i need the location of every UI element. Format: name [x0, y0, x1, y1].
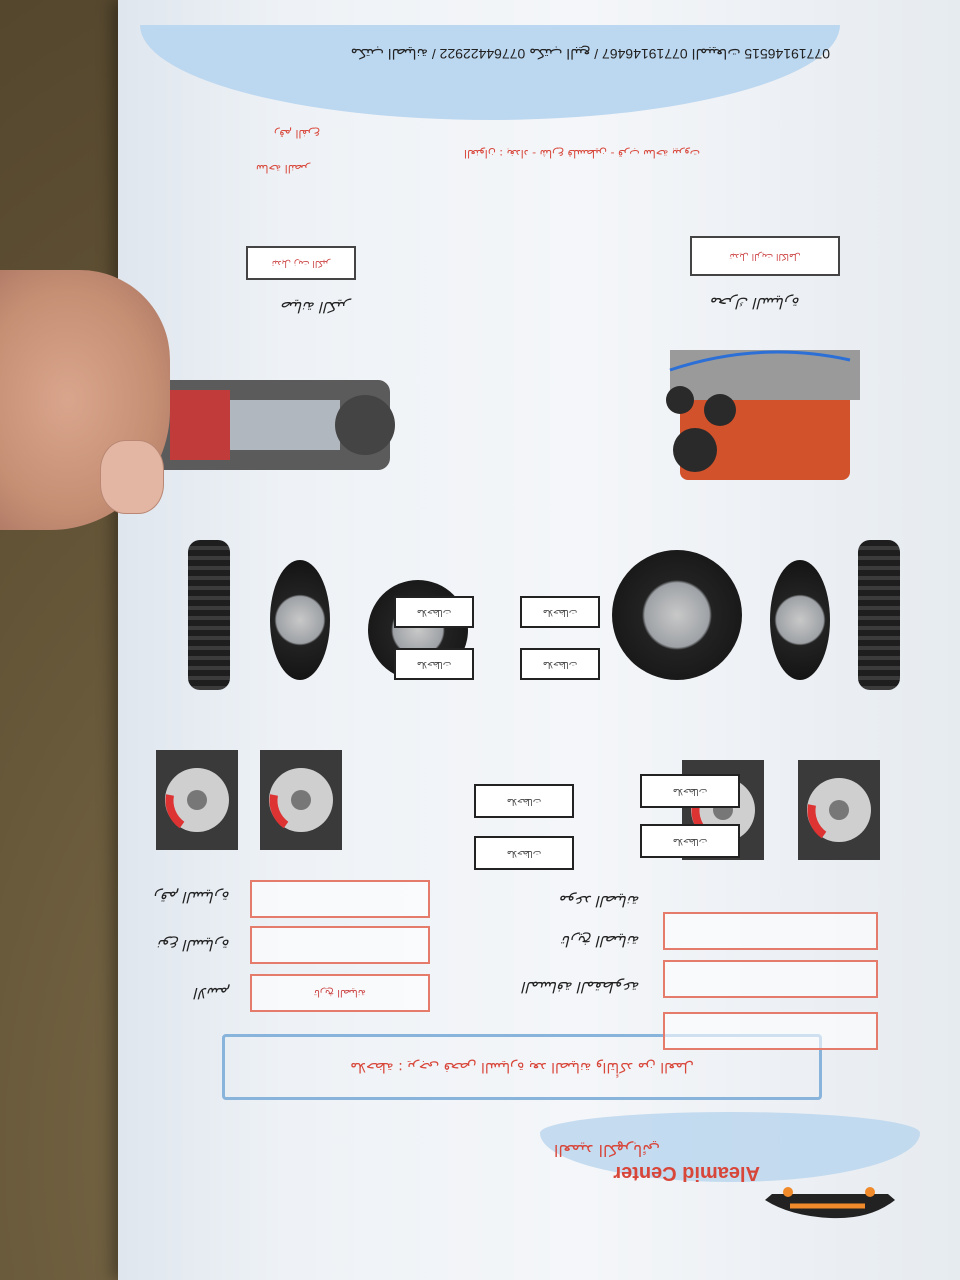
branch-line: رقم الفرع	[274, 127, 320, 140]
brake-disc-icon	[165, 768, 229, 832]
tyre-image	[270, 560, 330, 680]
thumbnail	[100, 440, 164, 514]
field-box[interactable]	[663, 1012, 878, 1050]
field-label: المسافة المقطوعة	[522, 978, 640, 996]
gearbox-label: صيانة الكير	[281, 298, 350, 316]
brake-disc-icon	[269, 768, 333, 832]
engine-label: محرك السيارة	[710, 294, 800, 312]
note-box[interactable]: ملاحظات	[640, 824, 740, 858]
field-value: تاريخ الصيانة	[314, 987, 366, 999]
note-box[interactable]: ملاحظات	[520, 596, 600, 628]
engine-service-value: تبديل الزيت الكامل	[729, 251, 801, 261]
contact-band	[140, 25, 840, 120]
brand-name: Aleamid Center	[613, 1162, 760, 1184]
brake-rotor-image	[798, 760, 880, 860]
contact-numbers: 07719146515 مكتب الصيانة / 07764422922 م…	[350, 46, 830, 62]
tyre-side-image	[188, 540, 230, 690]
field-box[interactable]	[663, 912, 878, 950]
field-box[interactable]: تاريخ الصيانة	[250, 974, 430, 1012]
note-box[interactable]: ملاحظات	[394, 648, 474, 680]
notes-text: ملاحظة : يرجى فحص السيارة بعد الصيانة وا…	[350, 1059, 694, 1075]
gearbox-icon	[150, 380, 395, 470]
note-box[interactable]: ملاحظات	[520, 648, 600, 680]
address-line: العنوان : بغداد - شارع فلسطين - قرب ساحة…	[463, 147, 700, 160]
engine-icon	[666, 350, 860, 480]
printed-form: Aleamid Center العميد الكهربائي ملاحظة :…	[118, 0, 960, 1280]
note-box[interactable]: ملاحظات	[474, 784, 574, 818]
note-label: ملاحظات	[506, 848, 542, 858]
note-box[interactable]: ملاحظات	[474, 836, 574, 870]
field-box[interactable]	[250, 926, 430, 964]
note-label: ملاحظات	[672, 836, 708, 846]
field-label: الاسم	[194, 984, 230, 1002]
note-box[interactable]: ملاحظات	[394, 596, 474, 628]
note-label: ملاحظات	[542, 607, 578, 617]
gearbox-image	[130, 350, 400, 490]
field-label: نوع السيارة	[158, 936, 230, 954]
note-label: ملاحظات	[542, 659, 578, 669]
engine-service-box[interactable]: تبديل الزيت الكامل	[690, 236, 840, 276]
brake-disc-icon	[807, 778, 871, 842]
square-line: ساحة النصر	[255, 162, 310, 175]
car-wrench-logo-icon	[765, 1187, 895, 1219]
tyre-side-image	[858, 540, 900, 690]
wheel-image	[612, 550, 742, 680]
field-label: موعد الصيانة	[559, 892, 640, 910]
field-label: رقم السيارة	[154, 888, 230, 906]
gearbox-service-value: تبديل زيت الكير	[271, 258, 331, 268]
engine-image	[640, 330, 870, 520]
brand-arabic-name: العميد الكهربائي	[553, 1141, 660, 1160]
tyre-image	[770, 560, 830, 680]
note-label: ملاحظات	[506, 796, 542, 806]
field-label: تاريخ الصيانة	[562, 932, 640, 950]
gearbox-service-box[interactable]: تبديل زيت الكير	[246, 246, 356, 280]
brake-rotor-image	[156, 750, 238, 850]
field-box[interactable]	[663, 960, 878, 998]
note-label: ملاحظات	[416, 659, 452, 669]
note-label: ملاحظات	[416, 607, 452, 617]
brake-rotor-image	[260, 750, 342, 850]
field-box[interactable]	[250, 880, 430, 918]
note-box[interactable]: ملاحظات	[640, 774, 740, 808]
note-label: ملاحظات	[672, 786, 708, 796]
